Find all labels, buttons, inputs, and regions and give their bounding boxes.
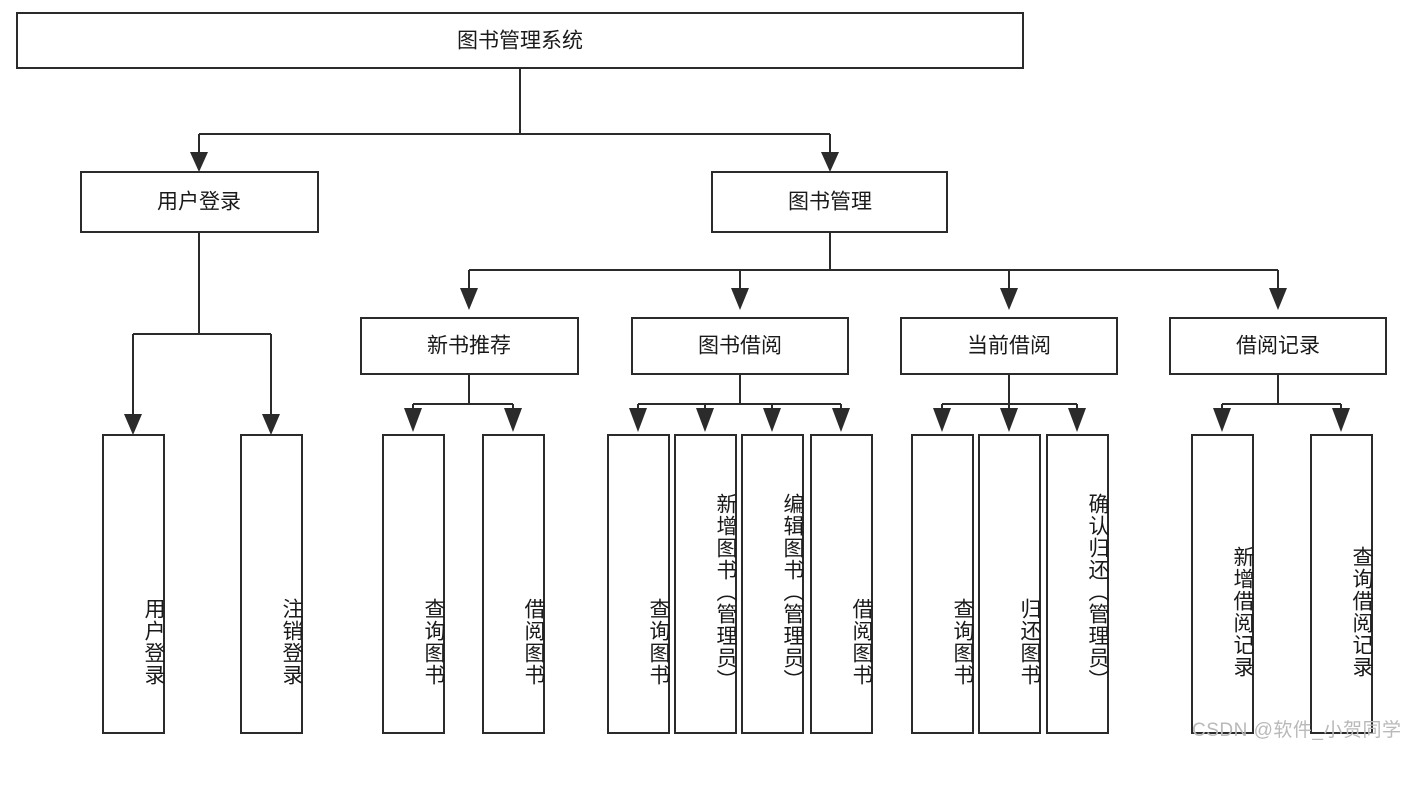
node-current[interactable]: 当前借阅: [899, 316, 1119, 376]
node-leaf4-box[interactable]: [481, 433, 546, 735]
node-root-label: 图书管理系统: [457, 30, 583, 53]
node-bookmgmt-label: 图书管理: [788, 191, 872, 214]
node-current-label: 当前借阅: [967, 335, 1051, 358]
node-leaf13-box[interactable]: [1309, 433, 1374, 735]
arrowhead-leaf2: [262, 414, 280, 435]
node-record[interactable]: 借阅记录: [1168, 316, 1388, 376]
arrowhead-leaf8: [832, 408, 850, 432]
node-record-label: 借阅记录: [1236, 335, 1320, 358]
arrowhead-login: [190, 152, 208, 172]
arrowhead-leaf6: [696, 408, 714, 432]
node-newbook-box[interactable]: [359, 316, 580, 376]
node-leaf9-box[interactable]: [910, 433, 975, 735]
csdn-watermark: CSDN @软件_小贺同学: [1192, 720, 1402, 741]
node-login-label: 用户登录: [157, 191, 241, 214]
node-current-box[interactable]: [899, 316, 1119, 376]
arrowhead-current: [1000, 288, 1018, 310]
arrowhead-leaf11: [1068, 408, 1086, 432]
connector-layer: [124, 68, 1350, 435]
arrowhead-borrow: [731, 288, 749, 310]
arrowhead-leaf1: [124, 414, 142, 435]
flowchart-svg: 图书管理系统 用户登录 图书管理 新书推荐 图书借阅 当前: [15, 11, 1388, 735]
node-login-box[interactable]: [79, 170, 320, 234]
node-leaf1-box[interactable]: [101, 433, 166, 735]
node-leaf3-box[interactable]: [381, 433, 446, 735]
arrowhead-leaf13: [1332, 408, 1350, 432]
node-leaf6-box[interactable]: [673, 433, 738, 735]
node-layer: 图书管理系统 用户登录 图书管理 新书推荐 图书借阅 当前: [15, 11, 1388, 735]
node-newbook[interactable]: 新书推荐: [359, 316, 580, 376]
node-bookmgmt-box[interactable]: [710, 170, 949, 234]
node-borrow[interactable]: 图书借阅: [630, 316, 850, 376]
arrowhead-leaf3: [404, 408, 422, 432]
node-borrow-box[interactable]: [630, 316, 850, 376]
node-leaf7-box[interactable]: [740, 433, 805, 735]
node-bookmgmt[interactable]: 图书管理: [710, 170, 949, 234]
node-leaf12-box[interactable]: [1190, 433, 1255, 735]
arrowhead-newbook: [460, 288, 478, 310]
node-leaf11-box[interactable]: [1045, 433, 1110, 735]
arrowhead-leaf5: [629, 408, 647, 432]
arrowhead-leaf9: [933, 408, 951, 432]
node-record-box[interactable]: [1168, 316, 1388, 376]
arrowhead-record: [1269, 288, 1287, 310]
node-newbook-label: 新书推荐: [427, 335, 511, 358]
node-root-box[interactable]: [15, 11, 1025, 70]
arrowhead-bookmgmt: [821, 152, 839, 172]
node-leaf5-box[interactable]: [606, 433, 671, 735]
node-root[interactable]: 图书管理系统: [15, 11, 1025, 70]
node-leaf10-box[interactable]: [977, 433, 1042, 735]
node-leaf8-box[interactable]: [809, 433, 874, 735]
node-login[interactable]: 用户登录: [79, 170, 320, 234]
arrowhead-leaf7: [763, 408, 781, 432]
node-leaf2-box[interactable]: [239, 433, 304, 735]
node-borrow-label: 图书借阅: [698, 335, 782, 358]
arrowhead-leaf10: [1000, 408, 1018, 432]
arrowhead-leaf12: [1213, 408, 1231, 432]
flowchart-canvas: 图书管理系统 用户登录 图书管理 新书推荐 图书借阅 当前: [15, 11, 1402, 741]
arrowhead-leaf4: [504, 408, 522, 432]
